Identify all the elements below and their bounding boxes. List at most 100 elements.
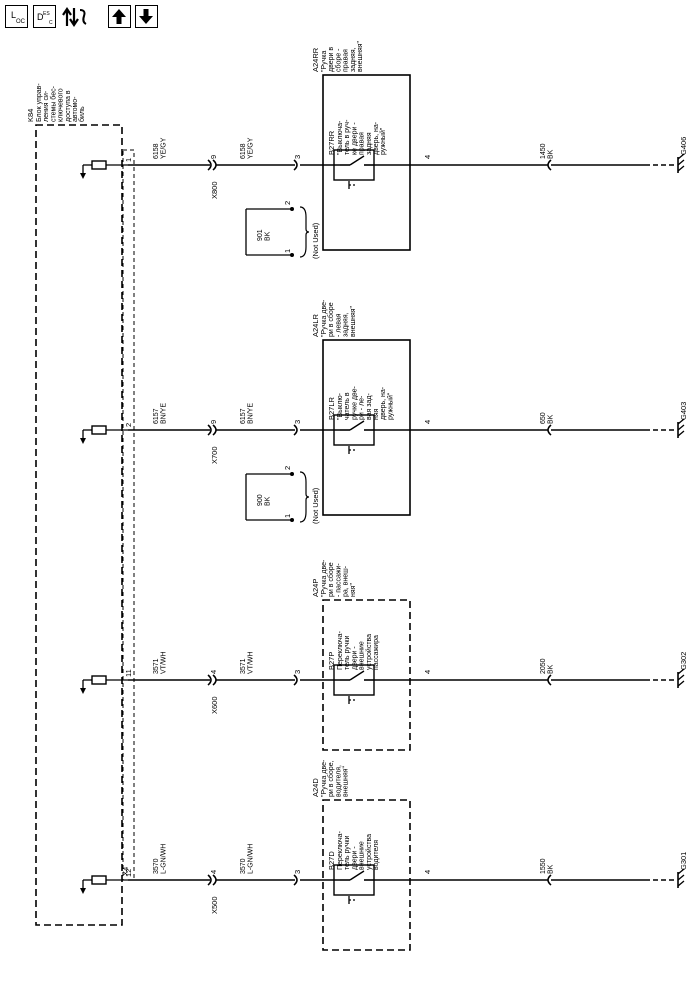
circuit-1-inline-pin: 9	[209, 155, 218, 159]
circuit-3-switch-out-pin: 4	[423, 670, 432, 674]
circuit-1-assembly-desc-line: "Ручка	[321, 50, 328, 72]
circuit-3-ground-wire-label-line: BK	[547, 664, 554, 674]
circuit-3-inline-conn-half-b	[212, 674, 217, 686]
description-button[interactable]: D ES C	[33, 5, 56, 28]
module-description-line: Блок управ-	[36, 83, 43, 122]
circuit-3-assembly-box	[322, 599, 411, 751]
circuit-4-assembly-box	[322, 799, 411, 951]
circuit-3-wire-b-label-line: VT/WH	[247, 651, 254, 674]
circuit-4-ground-id: G301	[679, 852, 688, 870]
circuit-1-assembly-box	[322, 74, 411, 251]
desc-sub-text: C	[49, 20, 53, 26]
circuit-2-module-arrow-head	[80, 438, 86, 444]
circuit-1-wire-b-label-line: YE/GY	[247, 137, 254, 159]
circuit-4-wire-b-label-line: 3570	[240, 858, 247, 874]
circuit-2-module-pin: 2	[124, 423, 133, 427]
circuit-3-switch-blade	[349, 670, 365, 681]
module-k84-box	[35, 124, 123, 926]
circuit-3-switch-desc-line: устройства	[365, 634, 373, 670]
circuit-2-wire-a-label-line: BN/YE	[160, 403, 167, 424]
module-description-line: автомо-	[72, 96, 79, 122]
circuit-3-assembly-desc-line: ри в сборе	[327, 562, 335, 597]
circuit-4-assembly-desc-line: ри в сборе,	[327, 760, 335, 797]
circuit-1-switch-desc-line: правая	[359, 132, 366, 155]
circuit-3-switch-in-conn	[293, 674, 298, 686]
circuit-2-switch-blade	[349, 420, 365, 431]
circuit-1-assembly-desc-line: задняя,	[350, 47, 357, 72]
circuit-3-switch-desc-line: двери -	[351, 646, 358, 670]
circuit-1-switch-desc-line: "Выключа-	[337, 120, 344, 155]
circuit-4-wire-a-label-line: L-GN/WH	[160, 844, 167, 874]
circuit-4-switch-id: B27D	[327, 851, 336, 870]
circuit-1-module-pin: 1	[124, 158, 133, 162]
circuit-3-switch-desc-line: пассажира	[373, 635, 380, 670]
circuit-3-switch-desc-line: Переключа-	[337, 630, 344, 670]
circuit-1-assembly-desc-line: внешняя"	[357, 40, 364, 72]
circuit-4-switch-out-pin: 4	[423, 870, 432, 874]
module-description-line: ления си-	[43, 90, 50, 122]
circuit-4-switch-in-conn	[293, 874, 298, 886]
circuit-2-assembly-box	[322, 339, 411, 516]
circuit-1-unused-label: (Not Used)	[311, 222, 320, 259]
circuit-4-inline-conn-half-b	[212, 874, 217, 886]
circuit-3-assembly-id: A24P	[311, 579, 320, 597]
signal-flow-button[interactable]	[62, 4, 88, 30]
location-button[interactable]: L OC	[5, 5, 28, 28]
circuit-1-switch-out-pin: 4	[423, 155, 432, 159]
signal-flow-icon	[62, 7, 87, 27]
circuit-2-switch-desc-line: чатель в	[344, 392, 351, 420]
description-icon: D ES C	[37, 11, 53, 26]
circuit-1-unused-brace	[299, 206, 310, 258]
circuit-2-inline-pin: 9	[209, 420, 218, 424]
circuit-2-switch-out-pin: 4	[423, 420, 432, 424]
circuit-1-assembly-desc-line: сборе -	[334, 48, 342, 72]
circuit-1-inline-conn-half-a	[207, 159, 212, 171]
circuit-3-wire-b-label-line: 3571	[240, 658, 247, 674]
module-description-line: биль	[78, 106, 86, 122]
next-button[interactable]	[135, 5, 158, 28]
previous-button[interactable]	[108, 5, 131, 28]
circuit-4-switch-blade	[349, 870, 365, 881]
circuit-4-ground-wire-label-line: BK	[547, 864, 554, 874]
circuit-2-unused-wire-label-line: 900	[257, 494, 264, 506]
circuit-1-assembly-desc-line: правая	[343, 49, 350, 72]
circuit-2-assembly-id-line: A24LR	[311, 313, 320, 337]
circuit-2-assembly-desc-line: "Ручка две-	[321, 299, 328, 337]
circuit-4-inline-conn-name: X500	[210, 896, 219, 914]
circuit-2-unused-pin1: 1	[283, 514, 292, 518]
circuit-3-ground-hatch-0	[677, 668, 685, 675]
circuit-2-ground-hatch-1	[677, 424, 685, 431]
circuit-1-switch-desc-line: задняя	[366, 132, 373, 155]
module-id-line: K84	[26, 109, 35, 122]
circuit-4-assembly-desc: "Ручка две-ри в сборе,водителя,внешняя"	[321, 759, 350, 797]
circuit-2-switch-desc-line: дверь, на-	[380, 386, 387, 420]
module-description-line: доступа в	[65, 90, 72, 122]
circuit-2-unused-brace	[299, 471, 310, 523]
circuit-4-ground-hatch-0	[677, 868, 685, 875]
circuit-3-switch-out-conn	[547, 674, 552, 686]
circuit-4-module-element	[91, 875, 107, 885]
arrow-up-icon	[112, 9, 126, 24]
desc-sup-text: ES	[43, 11, 50, 17]
circuit-1-ground-id: G406	[679, 137, 688, 155]
circuit-2-ground-wire-label-line: BK	[547, 414, 554, 424]
module-description-line: ключевого	[58, 88, 65, 122]
circuit-2-switch-desc-line: "Выклю-	[337, 392, 344, 420]
circuit-1-ground-hatch-1	[677, 159, 685, 166]
circuit-4-switch-desc-line: Переключа-	[337, 830, 344, 870]
circuit-2-unused-pin2: 2	[283, 466, 292, 470]
circuit-2-ground-wire-label-line: 650	[540, 412, 547, 424]
circuit-2-switch-desc-line: ручке две-	[351, 385, 358, 420]
circuit-1-switch-in-pin: 3	[293, 155, 302, 159]
circuit-1-unused-pin2-dot	[290, 207, 294, 211]
circuit-4-assembly-id: A24D	[311, 778, 320, 797]
circuit-3-inline-pin: 4	[209, 670, 218, 674]
circuit-2-inline-conn-half-a	[207, 424, 212, 436]
